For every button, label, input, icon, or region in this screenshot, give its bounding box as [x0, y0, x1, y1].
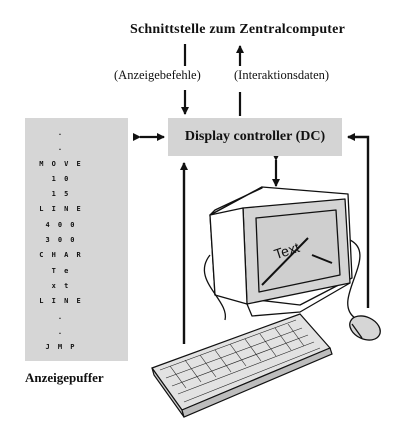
buffer-entry: J M P	[45, 343, 77, 352]
buffer-entry: .	[57, 312, 65, 321]
buffer-entry: .	[57, 129, 65, 137]
buffer-entry: L I N E	[39, 297, 83, 306]
mouse-icon	[349, 315, 381, 341]
buffer-entry: M O V E	[39, 159, 83, 168]
arrow-mouse-dc	[347, 133, 370, 308]
display-buffer-label: Anzeigepuffer	[25, 370, 104, 385]
caption-display-commands: (Anzeigebefehle)	[114, 68, 201, 82]
buffer-entry: 1 5	[51, 190, 71, 199]
display-controller-label: Display controller (DC)	[184, 129, 326, 144]
caption-interaction-data: (Interaktionsdaten)	[234, 68, 330, 82]
buffer-entry: T e	[51, 266, 71, 275]
keyboard-icon	[151, 313, 333, 418]
buffer-entry: .	[57, 144, 65, 153]
monitor-icon	[203, 186, 361, 321]
display-buffer-box	[25, 118, 128, 361]
diagram-title: Schnittstelle zum Zentralcomputer	[129, 22, 345, 37]
buffer-entry: .	[57, 327, 65, 336]
buffer-entry: L I N E	[39, 205, 83, 214]
buffer-entry: 3 0 0	[45, 236, 77, 245]
buffer-entry: C H A R	[39, 251, 83, 260]
display-buffer-list: .. M O V E 1 0 1 5 L I N E 4 0 0 3 0 0 C H A R T…	[27, 126, 95, 355]
buffer-entry: 4 0 0	[45, 220, 77, 229]
buffer-entry: x t	[51, 281, 71, 290]
buffer-entry: 1 0	[51, 174, 71, 183]
display-controller-box	[168, 118, 342, 156]
